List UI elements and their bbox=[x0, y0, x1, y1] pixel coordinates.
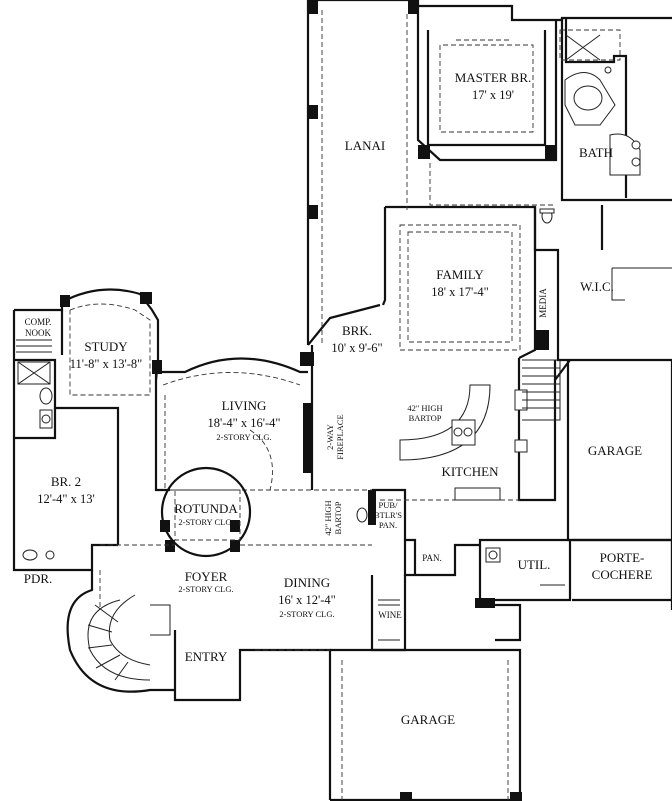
study-dim: 11'-8" x 13'-8" bbox=[70, 357, 143, 371]
breakfast-dim: 10' x 9'-6" bbox=[331, 341, 382, 355]
exterior-walls bbox=[12, 0, 672, 801]
foyer-name: FOYER bbox=[185, 569, 228, 584]
bath-name: BATH bbox=[579, 145, 613, 160]
comp-nook-line2: NOOK bbox=[25, 328, 51, 338]
living-dim: 18'-4" x 16'-4" bbox=[207, 416, 280, 430]
pub-pan-line3: PAN. bbox=[379, 520, 397, 530]
lanai-name: LANAI bbox=[345, 138, 385, 153]
garage-right-name: GARAGE bbox=[588, 443, 642, 458]
dining-name: DINING bbox=[284, 575, 330, 590]
utility-name: UTIL. bbox=[518, 557, 551, 572]
br2-name: BR. 2 bbox=[51, 474, 81, 489]
powder-name: PDR. bbox=[24, 571, 53, 586]
dining-dim: 16' x 12'-4" bbox=[278, 593, 336, 607]
breakfast-name: BRK. bbox=[342, 323, 372, 338]
master-bedroom-dim: 17' x 19' bbox=[472, 88, 514, 102]
master-bedroom-name: MASTER BR. bbox=[455, 70, 532, 85]
pub-pan-line2: BTLR'S bbox=[374, 510, 402, 520]
br2-dim: 12'-4" x 13' bbox=[37, 492, 95, 506]
dining-note: 2-STORY CLG. bbox=[279, 609, 334, 619]
kitchen-name: KITCHEN bbox=[441, 464, 499, 479]
wic-name: W.I.C. bbox=[580, 279, 614, 294]
media-name: MEDIA bbox=[538, 288, 548, 318]
fireplace-line1: 2-WAY bbox=[325, 424, 335, 450]
room-labels: MASTER BR. 17' x 19' LANAI BATH FAMILY 1… bbox=[24, 70, 653, 727]
family-name: FAMILY bbox=[436, 267, 484, 282]
rotunda-name: ROTUNDA bbox=[174, 501, 238, 516]
living-name: LIVING bbox=[222, 398, 267, 413]
dining-bartop-line2: BARTOP bbox=[333, 501, 343, 534]
pantry-name: PAN. bbox=[422, 553, 441, 563]
rotunda-note: 2-STORY CLG. bbox=[178, 517, 233, 527]
pub-pan-line1: PUB/ bbox=[379, 500, 399, 510]
porte-cochere-line1: PORTE- bbox=[600, 550, 645, 565]
kitchen-bartop-line2: BARTOP bbox=[409, 413, 442, 423]
garage-bottom-name: GARAGE bbox=[401, 712, 455, 727]
fixtures bbox=[16, 34, 672, 681]
entry-name: ENTRY bbox=[185, 649, 228, 664]
comp-nook-line1: COMP. bbox=[25, 317, 52, 327]
living-note: 2-STORY CLG. bbox=[216, 432, 271, 442]
dining-bartop-line1: 42" HIGH bbox=[323, 500, 333, 535]
wine-name: WINE bbox=[378, 610, 402, 620]
foyer-note: 2-STORY CLG. bbox=[178, 584, 233, 594]
rotunda-shape bbox=[160, 466, 252, 558]
porte-cochere-line2: COCHERE bbox=[592, 567, 653, 582]
ceiling-lines bbox=[69, 10, 621, 800]
study-name: STUDY bbox=[84, 339, 128, 354]
fireplace-line2: FIREPLACE bbox=[335, 414, 345, 459]
family-dim: 18' x 17'-4" bbox=[431, 285, 489, 299]
kitchen-bartop-line1: 42" HIGH bbox=[407, 403, 442, 413]
